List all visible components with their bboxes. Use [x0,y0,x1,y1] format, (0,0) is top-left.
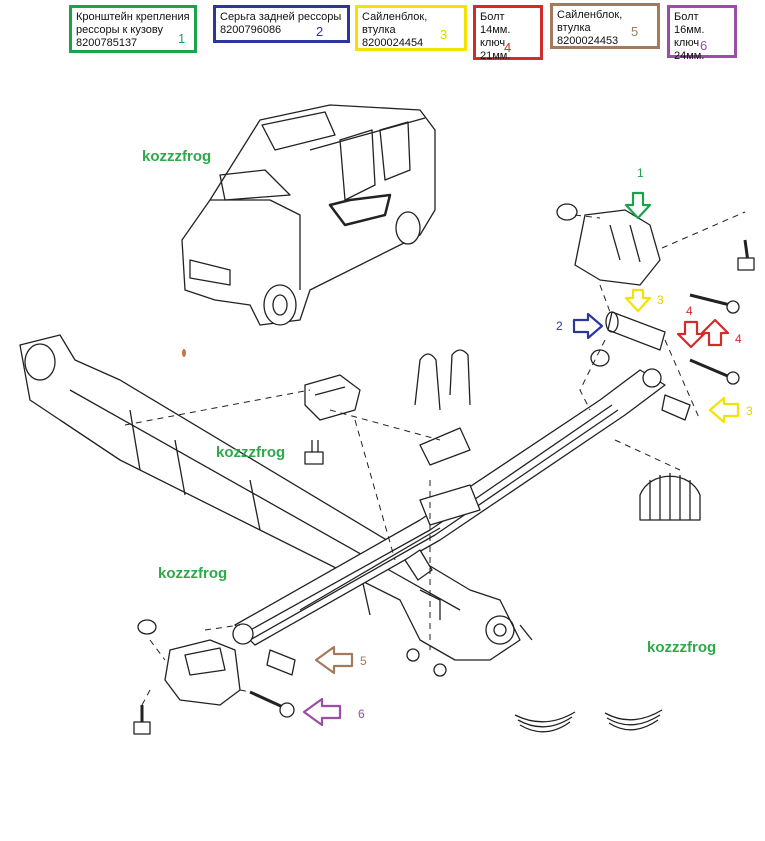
legend-bushing-3-number: 3 [440,27,448,42]
watermark-text: kozzzfrog [142,148,212,165]
legend-bolt-14: Болт 14мм. ключ 21мм. 4 [473,5,543,62]
rear-axle-beam [19,334,533,661]
stray-mark [182,349,186,357]
leaf-spring [232,368,666,646]
legend-shackle: Серьга задней рессоры 8200796086 2 [213,5,350,43]
callout-label-4b: 4 [735,332,742,346]
front-spring-bracket [304,374,361,465]
callout-arrow-5 [314,645,354,675]
watermark-text: kozzzfrog [158,565,228,582]
watermark-text: kozzzfrog [647,639,717,656]
callout-arrow-3b [708,396,740,424]
callout-label-1: 1 [637,166,644,180]
spring-leaf-details [514,709,663,733]
assembly-guide-lines [124,211,746,706]
callout-label-5: 5 [360,654,367,668]
callout-arrow-1 [624,191,652,220]
legend-bolt-16-line2: ключ 24мм. [674,37,705,62]
callout-arrow-2 [572,312,604,340]
callout-arrow-4b [700,318,730,347]
callout-arrow-4a [676,320,706,349]
legend-bolt-16-number: 6 [700,38,708,53]
legend-shackle-line2: 8200796086 [220,24,282,36]
legend-bushing-3-line2: 8200024454 [362,37,424,49]
legend-bolt-14-number: 4 [504,40,512,55]
legend-bracket-number: 1 [178,31,186,46]
legend-bolt-14-line1: Болт 14мм. [480,11,511,36]
u-bolt-assembly [404,349,471,620]
legend-bushing-5-line1: Сайленблок, втулка [557,9,623,34]
legend-bushing-5: Сайленблок, втулка 8200024453 5 [550,3,660,49]
legend-bracket-line1: Кронштейн крепления [76,11,190,23]
legend-bushing-3: Сайленблок, втулка 8200024454 3 [355,5,467,51]
callout-label-3a: 3 [657,293,664,307]
legend-bracket: Кронштейн крепления рессоры к кузову 820… [69,5,197,53]
legend-shackle-line1: Серьга задней рессоры [220,11,342,23]
legend-bushing-5-number: 5 [631,24,639,39]
watermark-text: kozzzfrog [216,444,286,461]
rear-shackle-group [556,203,755,521]
legend-shackle-number: 2 [316,24,324,39]
callout-label-6: 6 [358,707,365,721]
callout-label-2: 2 [556,319,563,333]
legend-bolt-14-line2: ключ 21мм. [480,37,511,62]
legend-bolt-16-line1: Болт 16мм. [674,11,705,36]
legend-bracket-line3: 8200785137 [76,37,138,49]
van-illustration [181,104,436,326]
legend-bolt-16: Болт 16мм. ключ 24мм. 6 [667,5,737,62]
legend-bushing-3-line1: Сайленблок, втулка [362,11,428,36]
callout-arrow-3a [624,288,652,313]
callout-label-4a: 4 [686,304,693,318]
callout-arrow-6 [302,697,342,727]
callout-label-3b: 3 [746,404,753,418]
front-mount-group [133,619,447,735]
legend-bushing-5-line2: 8200024453 [557,35,619,47]
legend-bracket-line2: рессоры к кузову [76,24,164,36]
